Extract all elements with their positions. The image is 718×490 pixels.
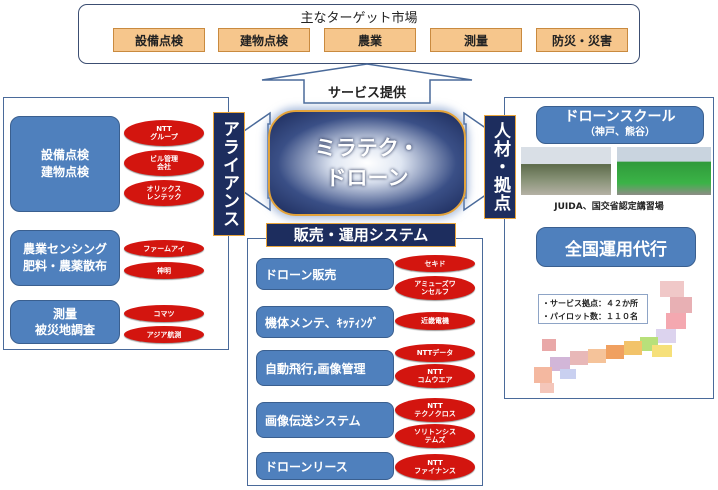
school-photo-1 [521, 147, 611, 195]
partner-building-mgmt: ビル管理会社 [124, 150, 204, 176]
partner-shinmei: 神明 [124, 262, 204, 279]
group-label: 肥料・農薬散布 [22, 259, 107, 273]
drone-school-title: ドローンスクール [564, 109, 676, 125]
market-tag-agriculture: 農業 [324, 28, 416, 52]
ops-stats: ・サービス拠点：４２か所 ・パイロット数：１１０名 [538, 294, 648, 324]
system-item-drone-sales: ドローン販売 [256, 258, 394, 290]
stat-pilots: ・パイロット数：１１０名 [542, 312, 638, 321]
partner-asia-air-survey: アジア航測 [124, 326, 204, 343]
human-base-banner: 人材・拠点 [484, 115, 516, 219]
core-line-2: ドローン [325, 166, 409, 190]
core-line-1: ミラテク・ [314, 136, 420, 160]
drone-school-box: ドローンスクール （神戸、熊谷） [536, 106, 704, 144]
target-market-title: 主なターゲット市場 [300, 10, 418, 26]
partner-farmeye: ファームアイ [124, 240, 204, 257]
stat-service-bases: ・サービス拠点：４２か所 [542, 299, 638, 308]
group-label: 被災地調査 [34, 323, 95, 337]
system-item-image-transfer: 画像伝送システム [256, 402, 394, 438]
service-up-arrow [261, 63, 473, 104]
alliance-group-survey: 測量 被災地調査 [10, 300, 120, 344]
nationwide-ops-box: 全国運用代行 [536, 227, 696, 267]
group-label: 設備点検 [40, 148, 89, 162]
group-label: 農業センシング [22, 242, 107, 256]
alliance-group-inspection: 設備点検 建物点検 [10, 116, 120, 212]
market-tag-equipment: 設備点検 [113, 28, 205, 52]
partner-amuse-oneself: アミューズワンセルフ [395, 276, 475, 300]
partner-orix-rentec: オリックスレンテック [124, 180, 204, 206]
japan-map [520, 275, 710, 397]
drone-school-location: （神戸、熊谷） [585, 127, 655, 138]
human-resource-arrow [463, 111, 491, 212]
system-item-maintenance: 機体メンテ、ｷｯﾃｨﾝｸﾞ [256, 306, 394, 338]
mirateku-drone-core: ミラテク・ ドローン [268, 110, 466, 216]
alliance-arrow [243, 111, 271, 212]
market-tag-building: 建物点検 [218, 28, 310, 52]
market-tag-disaster: 防災・災害 [536, 28, 628, 52]
partner-kinki-denki: 近畿電機 [395, 312, 475, 330]
partner-soliton-systems: ソリトンシステムズ [395, 424, 475, 448]
school-photo-2 [617, 147, 711, 195]
sales-system-header: 販売・運用システム [266, 223, 456, 247]
group-label: 建物点検 [40, 165, 89, 179]
group-label: 測量 [52, 307, 77, 321]
school-caption: JUIDA、国交省認定講習場 [554, 201, 664, 212]
system-item-autoflight: 自動飛行,画像管理 [256, 350, 394, 386]
market-tag-survey: 測量 [430, 28, 522, 52]
partner-sekido: セキド [395, 255, 475, 272]
alliance-banner: アライアンス [213, 112, 245, 236]
alliance-group-agriculture: 農業センシング 肥料・農薬散布 [10, 230, 120, 286]
partner-komatsu: コマツ [124, 305, 204, 322]
service-label: サービス提供 [327, 85, 406, 101]
system-item-drone-lease: ドローンリース [256, 452, 394, 480]
partner-ntt-data: NTTデータ [395, 344, 475, 362]
